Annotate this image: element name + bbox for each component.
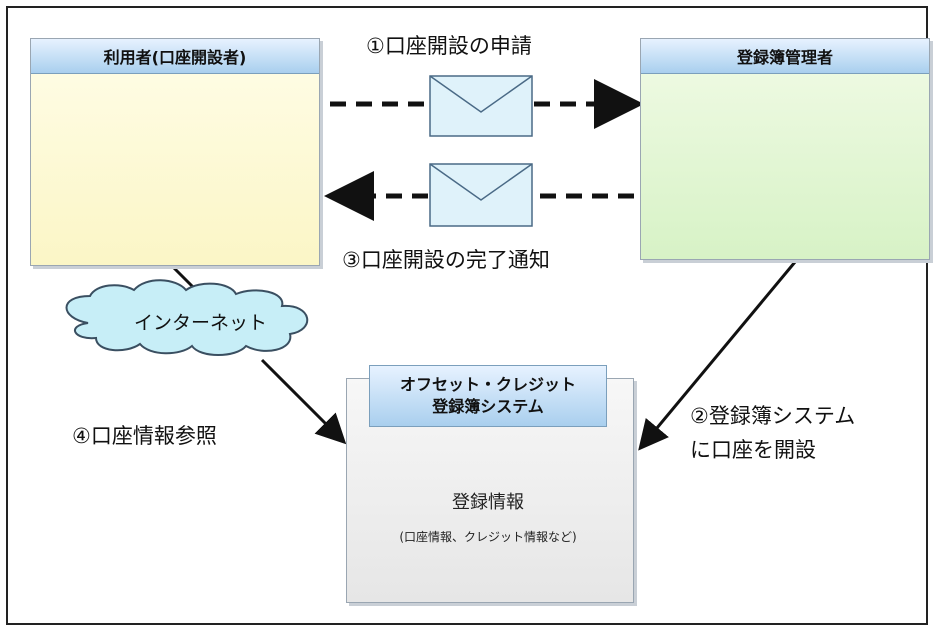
user-box: 利用者(口座開設者)	[30, 38, 320, 266]
admin-box: 登録簿管理者	[640, 38, 930, 260]
system-title: オフセット・クレジット 登録簿システム	[369, 365, 607, 427]
internet-cloud	[65, 279, 309, 356]
envelope-icon	[429, 163, 533, 227]
step1-label: ①口座開設の申請	[366, 34, 532, 58]
step2-label-line2: に口座を開設	[690, 438, 816, 462]
user-label: 利用者(口座開設者)	[31, 39, 319, 74]
system-title-line2: 登録簿システム	[432, 397, 544, 416]
system-box: オフセット・クレジット 登録簿システム	[346, 365, 634, 603]
step4-label: ④口座情報参照	[72, 424, 217, 448]
internet-label: インターネット	[134, 312, 268, 334]
step3-label: ③口座開設の完了通知	[342, 248, 550, 272]
db-sub-label: (口座情報、クレジット情報など)	[399, 530, 577, 544]
step2-label-line1: ②登録簿システム	[690, 404, 856, 428]
system-title-line1: オフセット・クレジット	[399, 375, 576, 394]
admin-to-system-arrow	[638, 261, 797, 451]
db-main-label: 登録情報	[452, 492, 524, 513]
envelope-icon	[429, 75, 533, 137]
admin-label: 登録簿管理者	[641, 39, 929, 74]
